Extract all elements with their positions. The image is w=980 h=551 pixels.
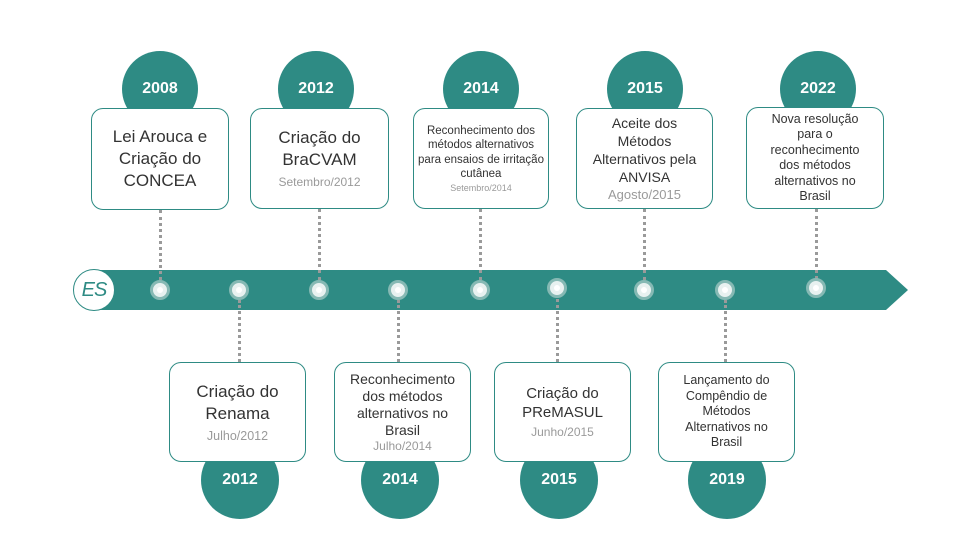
connector-line [643, 209, 646, 280]
es-logo: ES [73, 269, 115, 311]
event-title: Nova resolução para o reconhecimento dos… [770, 111, 860, 204]
event-card: Criação do PReMASUL Junho/2015 [494, 362, 631, 462]
event-title: Lançamento do Compêndio de Métodos Alter… [683, 373, 770, 450]
connector-line [479, 209, 482, 280]
connector-line [556, 299, 559, 362]
event-date: Julho/2014 [373, 438, 432, 453]
event-date: Setembro/2014 [450, 182, 512, 193]
connector-line [397, 300, 400, 362]
timeline-arrowhead [886, 270, 908, 310]
connector-line [318, 209, 321, 280]
timeline-node [309, 280, 329, 300]
event-title: Criação do PReMASUL [522, 385, 603, 421]
event-title: Aceite dos Métodos Alternativos pela ANV… [592, 115, 697, 185]
event-card: Criação do BraCVAM Setembro/2012 [250, 108, 389, 209]
logo-text: ES [81, 278, 108, 301]
event-date: Junho/2015 [531, 425, 594, 439]
event-title: Criação do Renama [196, 381, 279, 423]
event-date: Agosto/2015 [607, 187, 681, 202]
timeline-node [470, 280, 490, 300]
event-title: Reconhecimento dos métodos alternativos … [349, 370, 456, 438]
connector-line [159, 210, 162, 280]
event-date: Julho/2012 [206, 428, 269, 443]
timeline-node [150, 280, 170, 300]
timeline-node [229, 280, 249, 300]
event-card: Reconhecimento dos métodos alternativos … [334, 362, 471, 462]
event-date: Setembro/2012 [278, 175, 361, 189]
connector-line [238, 300, 241, 362]
event-card: Reconhecimento dos métodos alternativos … [413, 108, 549, 209]
connector-line [815, 209, 818, 279]
event-card: Nova resolução para o reconhecimento dos… [746, 107, 884, 209]
timeline-node [806, 278, 826, 298]
timeline-node [634, 280, 654, 300]
event-card: Lei Arouca e Criação do CONCEA [91, 108, 229, 210]
event-title: Criação do BraCVAM [278, 128, 361, 169]
event-title: Reconhecimento dos métodos alternativos … [418, 124, 544, 181]
timeline-node [388, 280, 408, 300]
timeline-node [715, 280, 735, 300]
event-title: Lei Arouca e Criação do CONCEA [112, 127, 208, 190]
event-card: Criação do Renama Julho/2012 [169, 362, 306, 462]
event-card: Aceite dos Métodos Alternativos pela ANV… [576, 108, 713, 209]
timeline-bar [96, 270, 886, 310]
timeline-node [547, 278, 567, 298]
event-card: Lançamento do Compêndio de Métodos Alter… [658, 362, 795, 462]
connector-line [724, 300, 727, 362]
